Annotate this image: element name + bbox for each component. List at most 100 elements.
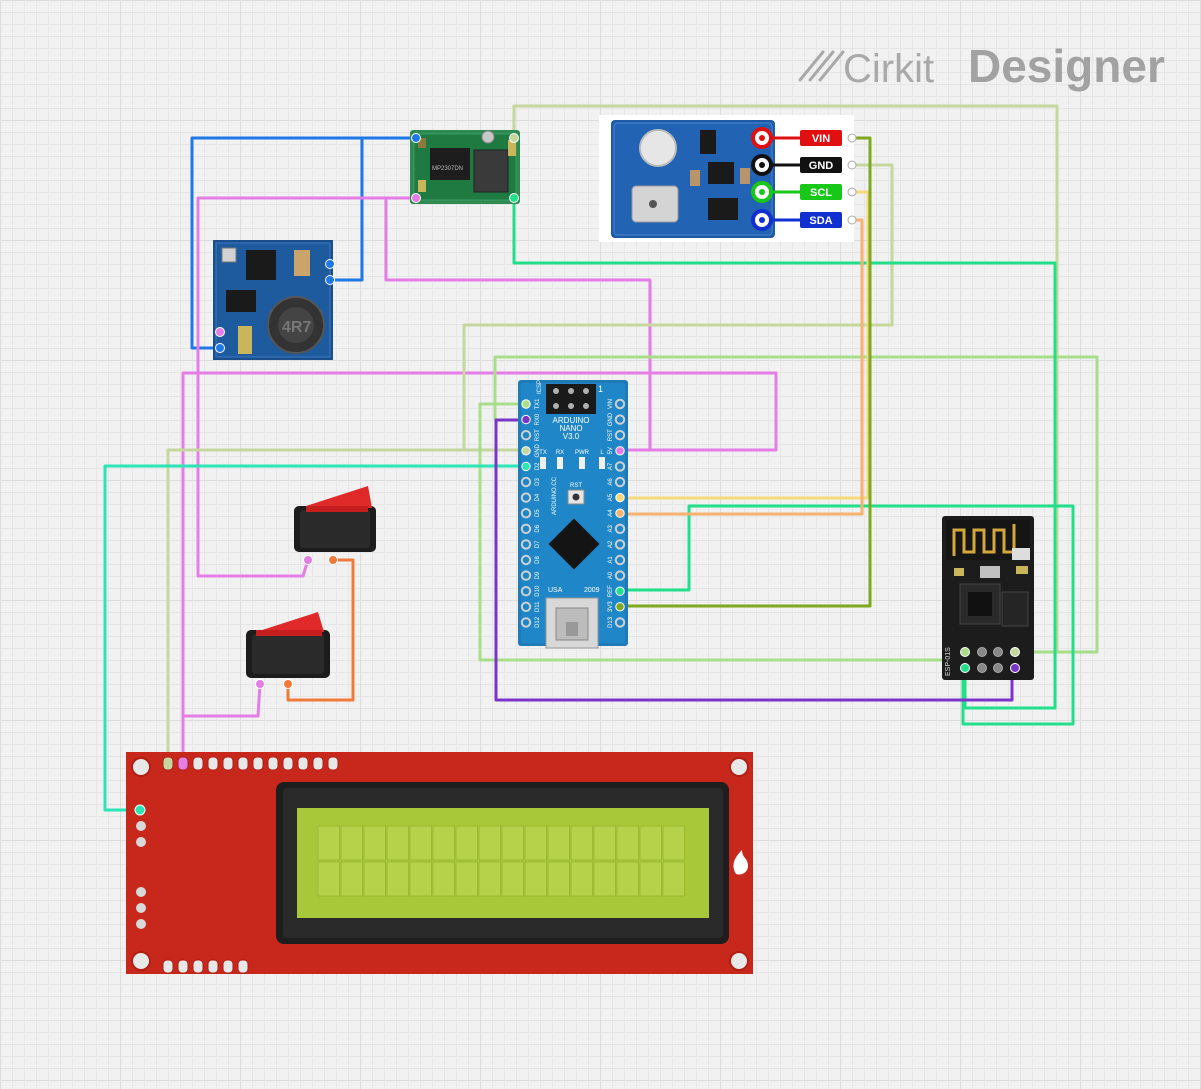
nano-pin[interactable]	[520, 430, 532, 441]
lcd-cell	[524, 861, 547, 897]
esp-pin[interactable]	[977, 647, 987, 657]
nano-pin[interactable]	[615, 446, 625, 456]
nano-pin[interactable]	[615, 492, 625, 503]
nano-pin[interactable]	[520, 601, 532, 612]
lcd-pin[interactable]	[162, 959, 174, 974]
lcd-pin[interactable]	[297, 756, 309, 771]
wire-olive-a[interactable]	[620, 136, 872, 608]
lcd-16x2[interactable]	[126, 752, 753, 974]
nano-pin[interactable]	[615, 602, 625, 612]
wire-light-green-b[interactable]	[493, 355, 1099, 654]
pin-dot[interactable]	[411, 193, 421, 203]
wire-yellow-a[interactable]	[620, 190, 870, 500]
pin-dot[interactable]	[215, 327, 225, 337]
mini-buck-converter[interactable]: MP2307DN	[410, 130, 520, 204]
nano-pin[interactable]	[520, 539, 532, 550]
nano-pin[interactable]	[521, 461, 531, 472]
wire-blue-b[interactable]	[328, 136, 418, 282]
nano-pin[interactable]	[615, 508, 625, 518]
esp-pin[interactable]	[960, 663, 970, 673]
nano-pin[interactable]	[614, 570, 626, 581]
nano-pin[interactable]	[520, 554, 532, 566]
nano-pin[interactable]	[614, 476, 626, 488]
nano-pin[interactable]	[614, 523, 626, 534]
lcd-pin[interactable]	[207, 756, 219, 771]
nano-pin[interactable]	[614, 398, 626, 410]
sensor-pin-terminal[interactable]	[847, 187, 857, 197]
wire-teal-a[interactable]	[103, 464, 524, 812]
pin-dot[interactable]	[325, 259, 335, 269]
nano-pin[interactable]	[614, 554, 626, 566]
esp-pin[interactable]	[1010, 647, 1020, 657]
lcd-pin[interactable]	[252, 756, 264, 771]
lcd-pin[interactable]	[267, 756, 279, 771]
nano-pin[interactable]	[520, 476, 532, 488]
boost-converter[interactable]: 4R7	[213, 240, 335, 360]
sensor-pin-terminal[interactable]	[847, 160, 857, 170]
lcd-pin[interactable]	[162, 756, 174, 771]
wire-green-b[interactable]	[620, 504, 1075, 726]
nano-pin[interactable]	[520, 570, 532, 581]
rocker-switch-top[interactable]	[294, 486, 376, 565]
switch-pin[interactable]	[303, 555, 313, 565]
lcd-pin[interactable]	[192, 959, 204, 974]
esp-pin[interactable]	[993, 647, 1003, 657]
lcd-pin[interactable]	[327, 756, 339, 771]
wire-sage-c[interactable]	[166, 448, 524, 766]
nano-pin[interactable]	[521, 399, 531, 409]
lcd-pin[interactable]	[177, 756, 189, 771]
sensor-pin-terminal[interactable]	[847, 215, 857, 225]
pin-dot[interactable]	[509, 193, 519, 203]
esp-pin[interactable]	[993, 663, 1003, 673]
wire-magenta-a[interactable]	[196, 196, 418, 578]
pin-dot[interactable]	[411, 133, 421, 143]
pin-dot[interactable]	[325, 275, 335, 285]
nano-pin[interactable]	[520, 492, 532, 503]
nano-pin[interactable]	[614, 539, 626, 550]
pin-dot[interactable]	[215, 343, 225, 353]
esp01-module[interactable]: ESP-01S	[942, 516, 1034, 680]
lcd-pin[interactable]	[177, 959, 189, 974]
nano-pin[interactable]	[614, 617, 626, 628]
wire-magenta-d[interactable]	[181, 682, 262, 766]
nano-pin[interactable]	[521, 414, 531, 425]
nano-pin-label: RX0	[535, 413, 541, 425]
lcd-side-pin[interactable]	[134, 804, 146, 816]
lcd-pin[interactable]	[192, 756, 204, 771]
wire-blue-a[interactable]	[190, 136, 418, 350]
trimmer-icon[interactable]	[481, 130, 495, 144]
pin-dot[interactable]	[509, 133, 519, 143]
lcd-pin[interactable]	[222, 756, 234, 771]
lcd-pin[interactable]	[237, 756, 249, 771]
nano-pin[interactable]	[520, 617, 532, 628]
sensor-pin-terminal[interactable]	[847, 133, 857, 143]
nano-pin[interactable]	[520, 508, 532, 519]
nano-pin[interactable]	[520, 586, 532, 597]
lcd-pin[interactable]	[207, 959, 219, 974]
nano-pin[interactable]	[520, 523, 532, 534]
nano-pin[interactable]	[614, 430, 626, 441]
switch-pin[interactable]	[283, 679, 293, 689]
esp-pin[interactable]	[977, 663, 987, 673]
lcd-pin[interactable]	[222, 959, 234, 974]
wire-magenta-c[interactable]	[181, 371, 778, 766]
esp-pin[interactable]	[1010, 663, 1020, 673]
nano-pin-label: D7	[535, 540, 541, 548]
switch-pin[interactable]	[255, 679, 265, 689]
nano-pin[interactable]	[614, 461, 626, 472]
nano-pin[interactable]	[521, 446, 531, 456]
lcd-pin[interactable]	[237, 959, 249, 974]
lcd-pin[interactable]	[282, 756, 294, 771]
nano-pin[interactable]	[614, 414, 626, 425]
esp-pin[interactable]	[960, 647, 970, 657]
switch-pin[interactable]	[328, 555, 338, 565]
wire-purple-a[interactable]	[494, 418, 1014, 702]
wire-orange-a[interactable]	[286, 558, 355, 702]
rocker-switch-bottom[interactable]	[246, 612, 330, 689]
nano-pin[interactable]	[615, 586, 625, 596]
lcd-pin[interactable]	[312, 756, 324, 771]
wire-peach-a[interactable]	[620, 218, 864, 516]
